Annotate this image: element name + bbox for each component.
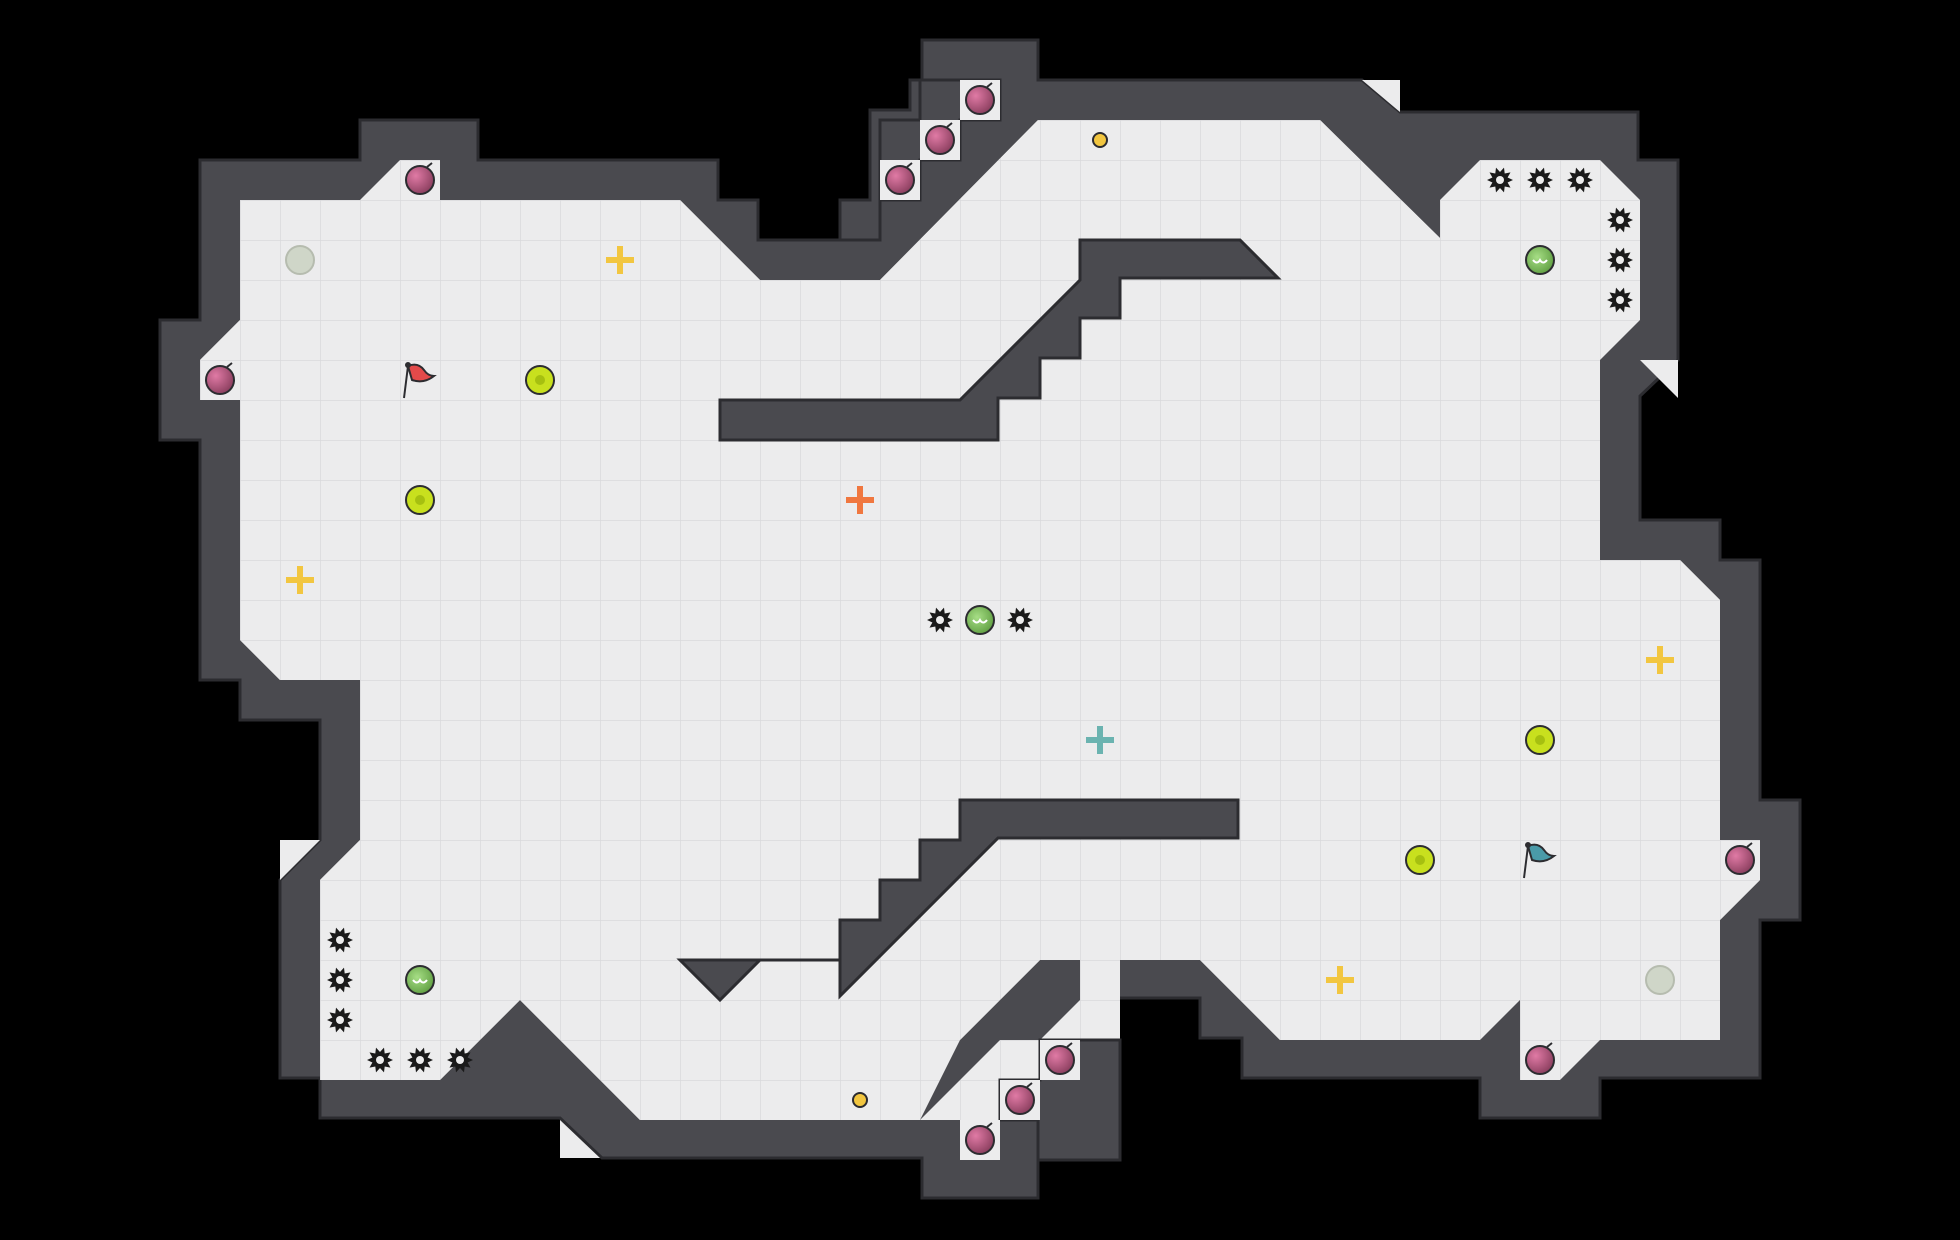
boost-icon[interactable] — [405, 485, 435, 515]
bomb-icon[interactable] — [965, 82, 995, 115]
spike-icon — [327, 967, 353, 993]
bomb-icon[interactable] — [965, 1122, 995, 1155]
bomb-icon[interactable] — [1525, 1042, 1555, 1075]
spawn-cross-icon — [1326, 966, 1354, 994]
portal-icon[interactable] — [285, 245, 315, 275]
boost-icon[interactable] — [525, 365, 555, 395]
spawn-cross-icon — [606, 246, 634, 274]
shield-icon[interactable] — [1525, 245, 1555, 275]
spike-icon — [1567, 167, 1593, 193]
bomb-icon[interactable] — [885, 162, 915, 195]
spike-icon — [407, 1047, 433, 1073]
spike-icon — [367, 1047, 393, 1073]
boost-icon[interactable] — [1405, 845, 1435, 875]
corner-chip — [1640, 360, 1678, 398]
bomb-icon[interactable] — [1005, 1082, 1035, 1115]
spike-icon — [1607, 247, 1633, 273]
spike-icon — [327, 927, 353, 953]
spike-icon — [1007, 607, 1033, 633]
shield-icon[interactable] — [405, 965, 435, 995]
spike-icon — [1607, 287, 1633, 313]
spawn-cross-icon — [846, 486, 874, 514]
portal-icon[interactable] — [1645, 965, 1675, 995]
bomb-icon[interactable] — [1045, 1042, 1075, 1075]
shield-icon[interactable] — [965, 605, 995, 635]
corner-chip — [280, 840, 320, 880]
spawn-cross-icon — [1646, 646, 1674, 674]
spawn-cross-icon — [1086, 726, 1114, 754]
spike-icon — [327, 1007, 353, 1033]
bomb-icon[interactable] — [1725, 842, 1755, 875]
spike-icon — [1607, 207, 1633, 233]
corner-chip — [1362, 80, 1400, 112]
entities-layer — [205, 82, 1755, 1155]
upper-ramp-wall — [718, 238, 1282, 442]
coin-icon[interactable] — [852, 1092, 868, 1108]
red-flag-icon[interactable] — [403, 362, 437, 399]
spike-icon — [927, 607, 953, 633]
bomb-icon[interactable] — [405, 162, 435, 195]
blue-flag-icon[interactable] — [1523, 842, 1557, 879]
bomb-icon[interactable] — [925, 122, 955, 155]
spike-icon — [1527, 167, 1553, 193]
spikes-group — [327, 167, 1633, 1073]
coin-icon[interactable] — [1092, 132, 1108, 148]
boost-icon[interactable] — [1525, 725, 1555, 755]
spawn-cross-icon — [286, 566, 314, 594]
lower-ramp-wall — [676, 798, 1240, 1003]
corner-chip — [560, 1120, 600, 1158]
spike-icon — [447, 1047, 473, 1073]
bomb-icon[interactable] — [205, 362, 235, 395]
spike-icon — [1487, 167, 1513, 193]
